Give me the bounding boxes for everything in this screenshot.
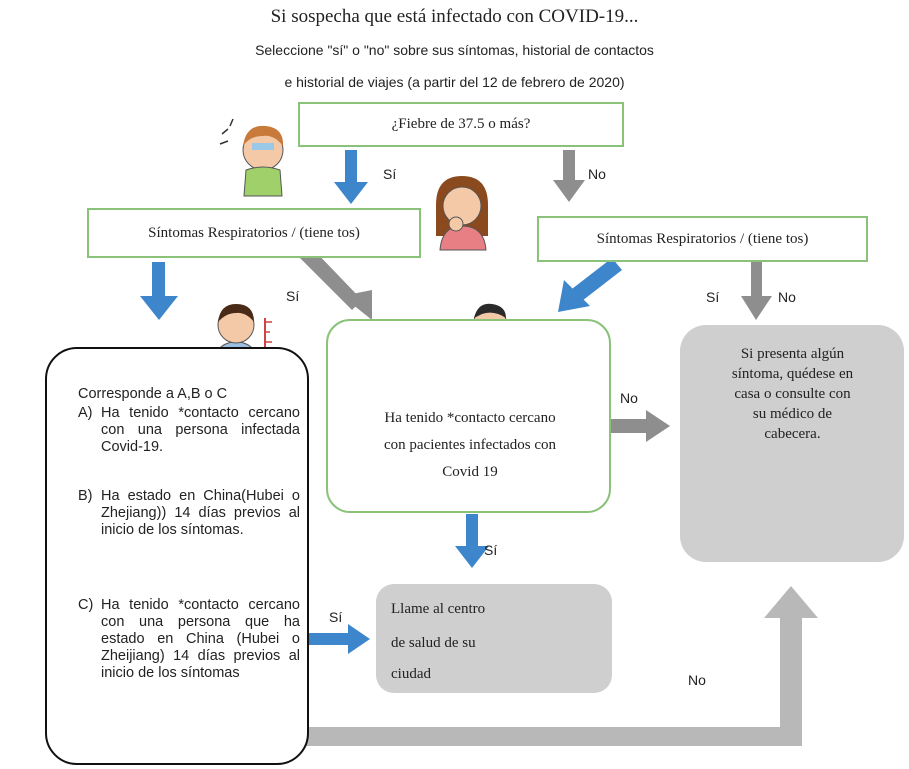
arrow-resp-right-yes [558,258,622,312]
arrow-resp-left-yes [300,248,372,320]
call-center-box [376,584,612,693]
close-contact-line2: con pacientes infectados con [383,437,556,453]
criteria-key: A) [78,405,93,421]
page-title: Si sospecha que está infectado con COVID… [270,6,639,27]
close-contact-text: Ha tenido *contacto cercano con paciente… [345,405,595,486]
criteria-item-a: A) Ha tenido *contacto cercano con una p… [78,405,300,456]
criteria-item-c: C) Ha tenido *contacto cercano con una p… [78,597,300,682]
respiratory-right-box: Síntomas Respiratorios / (tiene tos) [537,216,868,262]
stay-home-line3: casa o consulte con [734,386,851,402]
arrow-criteria-no [306,586,818,746]
stay-home-line4: su médico de [752,406,833,422]
sick-man-icon [219,118,284,197]
call-center-line2: de salud de su [391,635,476,651]
close-contact-box [326,319,611,513]
arrow-contact-yes [455,514,489,568]
arrow-resp-right-no [741,262,772,320]
call-center-line3: ciudad [391,666,431,682]
criteria-key: B) [78,488,93,504]
close-contact-line1: Ha tenido *contacto cercano [384,410,556,426]
coughing-woman-icon [436,176,488,251]
stay-home-line1: Si presenta algún [740,346,845,362]
page-subtitle-line2: e historial de viajes (a partir del 12 d… [284,74,625,90]
criteria-heading: Corresponde a A,B o C [78,386,228,402]
edge-label-resp-right-yes: Sí [706,289,720,305]
edge-label-criteria-no: No [688,672,706,688]
stay-home-box [680,325,904,562]
arrow-criteria-yes [300,624,370,654]
arrow-resp-left-down [140,262,178,320]
criteria-text: Ha tenido *contacto cercano con una pers… [101,597,300,681]
criteria-key: C) [78,597,94,613]
stay-home-line5: cabecera. [764,426,821,442]
edge-label-fever-no: No [588,166,606,182]
edge-label-resp-right-no: No [778,289,796,305]
criteria-text: Ha tenido *contacto cercano con una pers… [101,405,300,455]
call-center-line1: Llame al centro [391,601,486,617]
criteria-text: Ha estado en China(Hubei o Zhejiang)) 14… [101,488,300,538]
respiratory-left-box: Síntomas Respiratorios / (tiene tos) [87,208,421,258]
fever-question-box: ¿Fiebre de 37.5 o más? [298,102,624,147]
arrow-fever-yes [334,150,368,204]
criteria-item-b: B) Ha estado en China(Hubei o Zhejiang))… [78,488,300,539]
arrow-fever-no [553,150,585,202]
stay-home-text: Si presenta algún síntoma, quédese en ca… [690,344,895,444]
edge-label-contact-no: No [620,390,638,406]
close-contact-line3: Covid 19 [442,464,498,480]
page-subtitle-line1: Seleccione "sí" o "no" sobre sus síntoma… [255,42,654,58]
edge-label-resp-left-yes: Sí [286,288,300,304]
edge-label-fever-yes: Sí [383,166,397,182]
criteria-box [45,347,309,765]
stay-home-line2: síntoma, quédese en [731,366,854,382]
edge-label-contact-yes: Sí [484,542,498,558]
edge-label-criteria-yes: Sí [329,609,343,625]
